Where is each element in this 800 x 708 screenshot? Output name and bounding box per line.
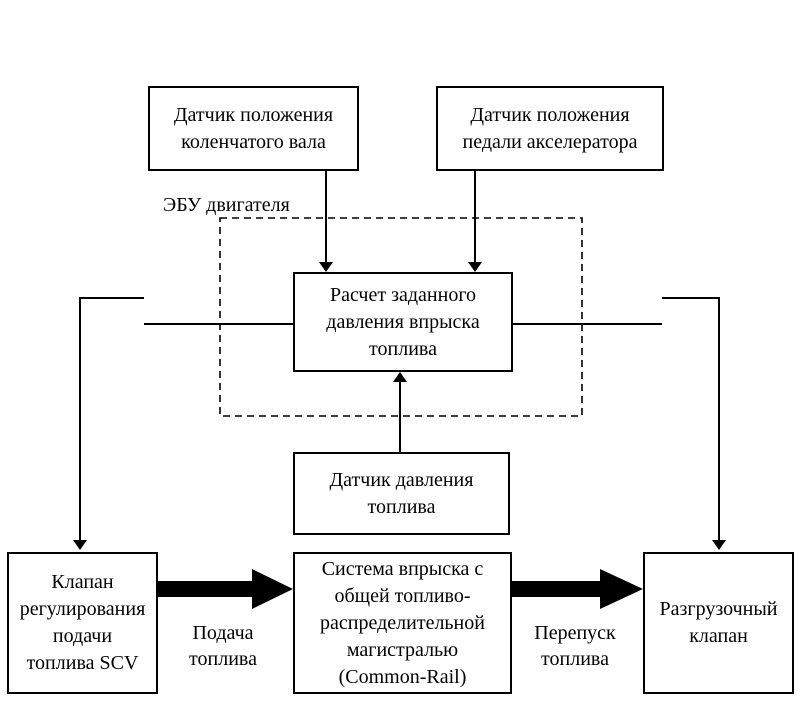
- fuel-bypass-arrow: [511, 569, 643, 609]
- crankshaft-sensor-box: Датчик положения коленчатого вала: [148, 86, 359, 171]
- relief-valve-line1: Разгрузочный: [659, 598, 778, 620]
- calc-pressure-line3: топлива: [369, 337, 437, 360]
- ecu-label: ЭБУ двигателя: [163, 194, 290, 216]
- pressure-sensor-line1: Датчик давления: [329, 468, 474, 491]
- relief-valve-line2: клапан: [689, 625, 748, 647]
- pressure-sensor-box: Датчик давления топлива: [293, 452, 510, 535]
- crankshaft-sensor-line2: коленчатого вала: [181, 130, 326, 153]
- fuel-supply-label: Подача топлива: [168, 620, 278, 672]
- common-rail-line4: магистралью: [346, 638, 459, 661]
- scv-valve-line3: подачи: [52, 625, 113, 647]
- scv-valve-line1: Клапан: [51, 571, 114, 593]
- fuel-supply-line2: топлива: [189, 648, 257, 670]
- fuel-bypass-label: Перепуск топлива: [520, 620, 630, 672]
- calc-to-relief-arrow: [662, 297, 726, 550]
- crankshaft-sensor-line1: Датчик положения: [173, 103, 334, 126]
- scv-valve-line4: топлива SCV: [26, 652, 139, 674]
- common-rail-line1: Система впрыска с: [321, 557, 484, 580]
- common-rail-line5: (Common-Rail): [338, 665, 467, 688]
- calc-to-scv-arrow: [73, 297, 144, 550]
- fuel-bypass-line1: Перепуск: [534, 622, 616, 644]
- pressure-sensor-line2: топлива: [367, 495, 436, 518]
- scv-valve-line2: регулирования: [19, 598, 146, 620]
- calc-pressure-line2: давления впрыска: [326, 310, 480, 333]
- pedal-sensor-box: Датчик положения педали акселератора: [436, 86, 664, 171]
- common-rail-box: Система впрыска с общей топливо- распред…: [293, 552, 512, 694]
- fuel-supply-line1: Подача: [192, 622, 254, 644]
- fuel-supply-arrow: [158, 569, 293, 609]
- pedal-sensor-line2: педали акселератора: [462, 130, 638, 153]
- common-rail-line2: общей топливо-: [334, 584, 471, 607]
- ecu-boundary: [219, 217, 583, 417]
- relief-valve-box: Разгрузочный клапан: [643, 552, 794, 694]
- calc-pressure-line1: Расчет заданного: [329, 283, 477, 306]
- scv-valve-box: Клапан регулирования подачи топлива SCV: [7, 552, 158, 694]
- fuel-bypass-line2: топлива: [541, 648, 609, 670]
- calc-pressure-box: Расчет заданного давления впрыска топлив…: [293, 272, 513, 372]
- pedal-sensor-line1: Датчик положения: [470, 103, 630, 126]
- common-rail-line3: распределительной: [320, 611, 485, 634]
